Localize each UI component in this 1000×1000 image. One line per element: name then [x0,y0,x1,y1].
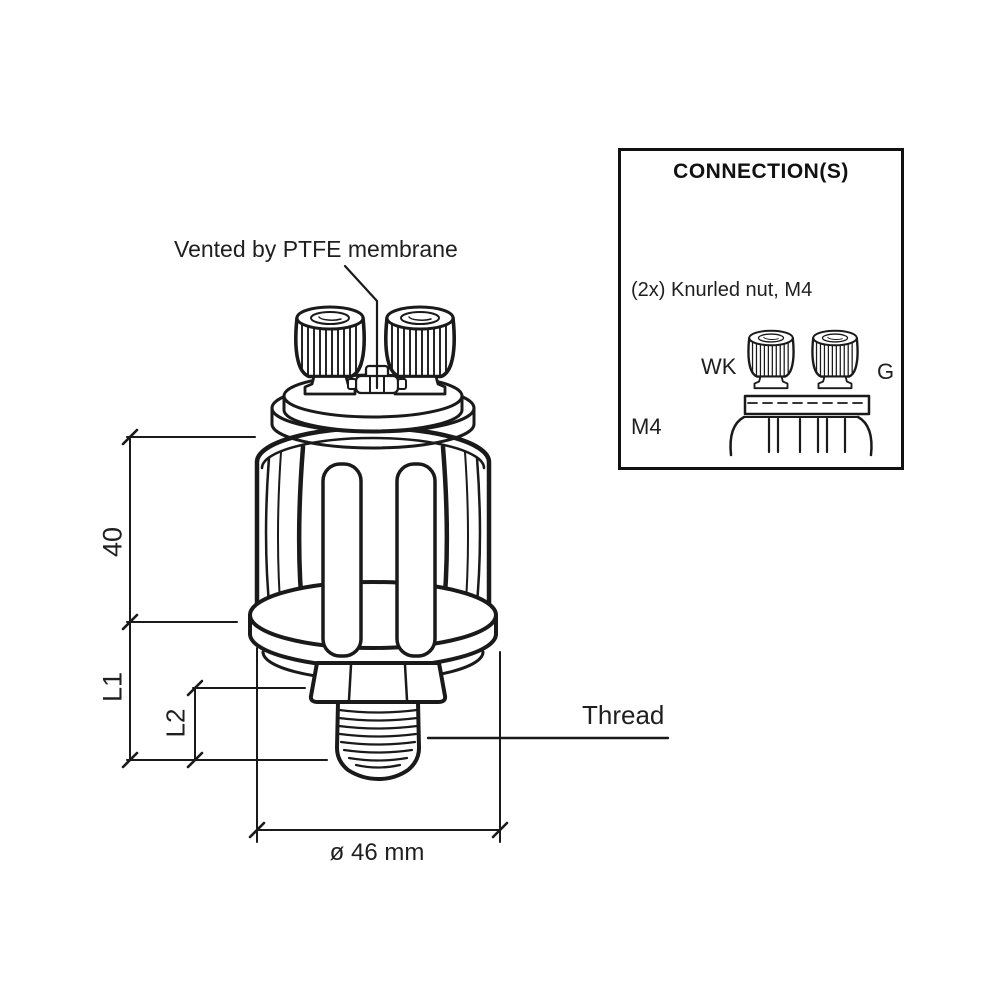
dimension-l2-label: L2 [160,708,191,738]
body-slots [321,462,437,658]
dimension-40-label: 40 [97,526,128,558]
hex-nut [308,661,448,704]
vent-annotation-label: Vented by PTFE membrane [174,236,458,262]
knurled-nut-note: (2x) Knurled nut, M4 [631,279,813,301]
thread-annotation-label: Thread [582,700,665,730]
connection-mini-drawing [729,331,873,457]
dimension-l1-label: L1 [97,671,128,703]
connection-box: CONNECTION(S) (2x) Knurled nut, M4 WK G … [618,148,904,470]
connection-box-title: CONNECTION(S) [673,160,849,183]
terminal-g-label: G [877,359,895,384]
dimension-lines [121,428,670,843]
threaded-stud [335,700,421,781]
diameter-label: ø 46 mm [329,839,425,866]
terminal-wk-label: WK [701,354,737,379]
thread-size-m4-label: M4 [631,414,662,439]
vent-leader-line [343,264,379,390]
